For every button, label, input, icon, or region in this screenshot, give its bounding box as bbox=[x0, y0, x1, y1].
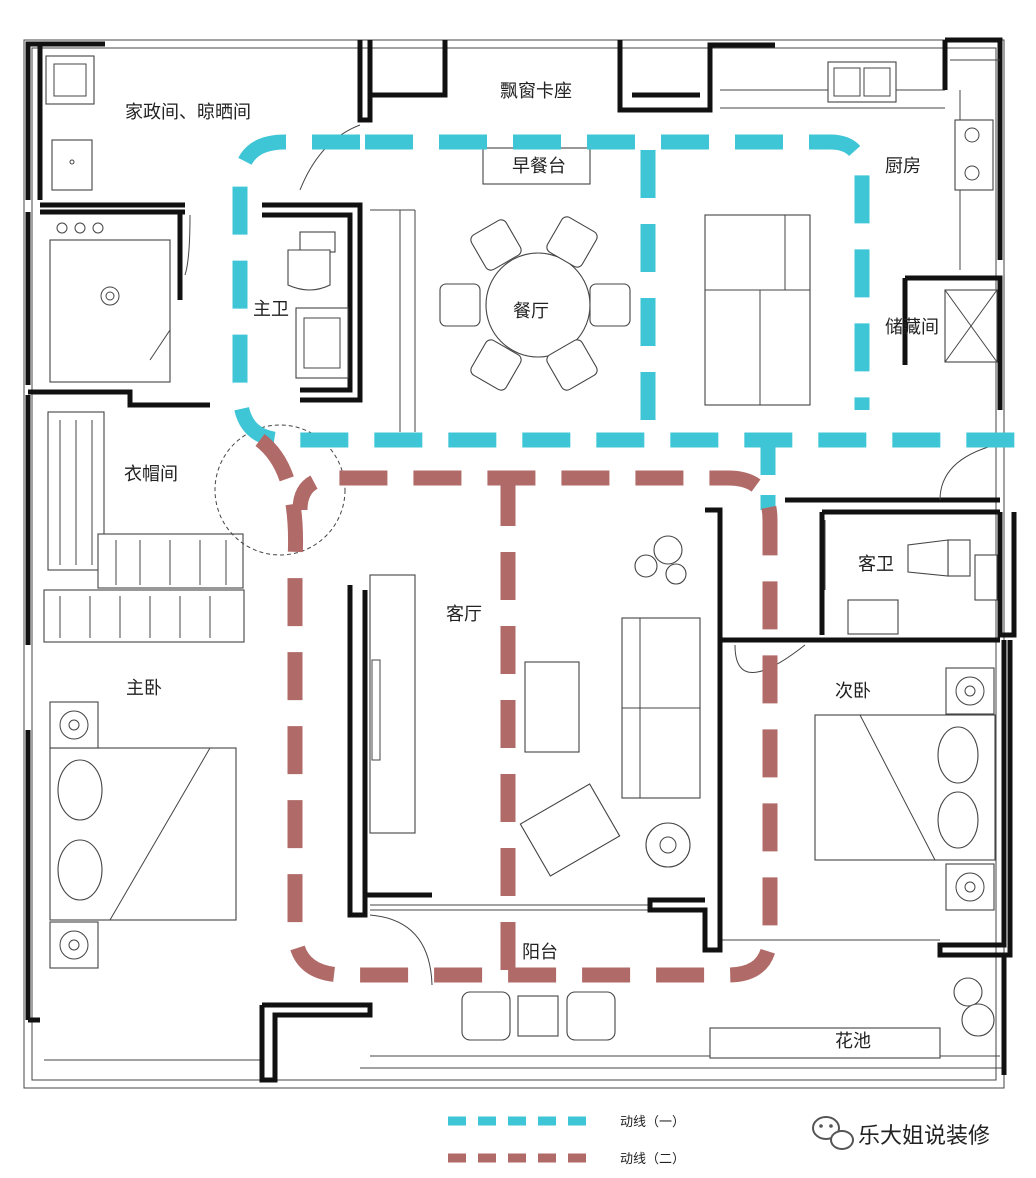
door-swing bbox=[214, 424, 346, 556]
kitchen-sink-icon bbox=[827, 61, 897, 103]
room-label-guest-bath: 客卫 bbox=[858, 554, 894, 575]
wardrobe bbox=[43, 411, 245, 643]
door-arc bbox=[939, 444, 996, 501]
guest-basin-icon bbox=[847, 599, 899, 635]
room-label-storage: 储藏间 bbox=[885, 317, 939, 338]
kitchen-island bbox=[704, 214, 811, 406]
furniture bbox=[43, 55, 1000, 1059]
room-label-second-bed: 次卧 bbox=[835, 681, 871, 702]
plant-icon bbox=[634, 535, 687, 585]
room-label-closet: 衣帽间 bbox=[124, 464, 178, 485]
room-label-kitchen: 厨房 bbox=[885, 156, 921, 177]
door-arc bbox=[734, 644, 806, 673]
legend-label-route-2: 动线（二） bbox=[620, 1152, 685, 1167]
washer-icon bbox=[45, 55, 95, 105]
shower-icon bbox=[49, 222, 171, 383]
washbox bbox=[974, 554, 998, 601]
room-label-breakfast: 早餐台 bbox=[512, 156, 566, 177]
room-label-bay-window: 飘窗卡座 bbox=[500, 81, 572, 102]
room-label-master-bed: 主卧 bbox=[126, 678, 162, 699]
watermark-text: 乐大姐说装修 bbox=[858, 1124, 990, 1149]
toilet-icon bbox=[287, 231, 336, 291]
room-label-balcony: 阳台 bbox=[522, 942, 558, 963]
coffee-table bbox=[524, 661, 580, 753]
legend-label-route-1: 动线（一） bbox=[620, 1115, 685, 1130]
balcony-chairs bbox=[461, 991, 616, 1041]
nightstand-icon bbox=[49, 701, 99, 969]
storage-shelf bbox=[944, 289, 998, 363]
armchair bbox=[519, 783, 621, 877]
basin-icon bbox=[295, 307, 349, 379]
room-label-laundry: 家政间、晾晒间 bbox=[125, 102, 251, 123]
tv-cabinet bbox=[369, 574, 416, 834]
door-arc bbox=[184, 214, 191, 276]
side-table bbox=[645, 822, 691, 868]
breakfast-counter bbox=[482, 147, 591, 185]
stove-icon bbox=[954, 119, 994, 191]
route-2-path bbox=[255, 434, 778, 983]
dining-table bbox=[439, 216, 631, 391]
tv bbox=[371, 659, 381, 761]
sofa bbox=[621, 617, 701, 799]
wechat-icon bbox=[812, 1116, 854, 1150]
room-label-living: 客厅 bbox=[446, 604, 482, 625]
room-label-master-bath: 主卫 bbox=[253, 299, 289, 320]
watermark: 乐大姐说装修 bbox=[812, 1116, 990, 1150]
walls bbox=[25, 37, 1017, 1083]
sink-icon bbox=[51, 139, 93, 191]
legend-route-2: 动线（二） bbox=[448, 1152, 685, 1167]
master-bed bbox=[49, 747, 237, 921]
second-bed bbox=[814, 667, 996, 911]
legend: 动线（一） 动线（二） bbox=[448, 1115, 685, 1167]
planter-box bbox=[709, 977, 995, 1059]
door-arc bbox=[369, 914, 433, 986]
guest-toilet-icon bbox=[907, 539, 971, 577]
room-label-dining: 餐厅 bbox=[513, 301, 549, 322]
legend-route-1: 动线（一） bbox=[448, 1115, 685, 1130]
room-label-planter: 花池 bbox=[835, 1031, 871, 1052]
